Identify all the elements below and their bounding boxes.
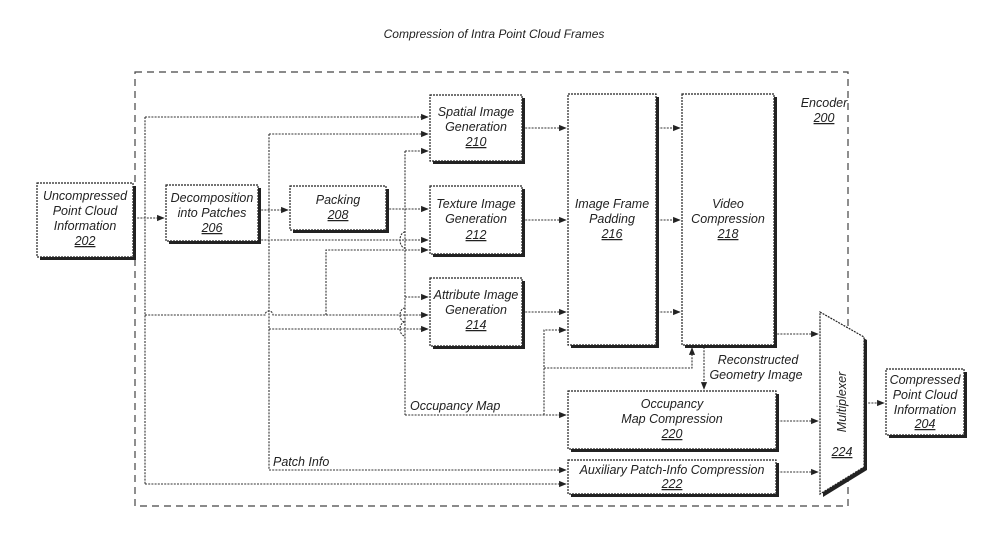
block-texture-image-generation: Texture Image Generation 212 (429, 185, 525, 257)
label-reconstructed: Reconstructed (718, 353, 800, 367)
hop-arc-3 (399, 321, 406, 337)
block-packing: Packing 208 (289, 185, 389, 233)
block-occupancy-map-compression: Occupancy Map Compression 220 (567, 390, 779, 452)
svg-text:Information: Information (894, 403, 957, 417)
diagram-title: Compression of Intra Point Cloud Frames (384, 27, 605, 41)
svg-text:222: 222 (661, 477, 683, 491)
block-image-frame-padding: Image Frame Padding 216 (567, 93, 659, 348)
block-uncompressed-input: Uncompressed Point Cloud Information 202 (36, 182, 136, 260)
svg-text:Compressed: Compressed (890, 373, 962, 387)
svg-text:Point Cloud: Point Cloud (53, 204, 119, 218)
svg-text:Generation: Generation (445, 120, 507, 134)
svg-text:Generation: Generation (445, 212, 507, 226)
svg-text:Video: Video (712, 197, 744, 211)
svg-text:214: 214 (465, 318, 487, 332)
svg-text:204: 204 (914, 417, 936, 431)
svg-text:208: 208 (327, 208, 349, 222)
block-spatial-image-generation: Spatial Image Generation 210 (429, 94, 525, 164)
svg-text:224: 224 (831, 445, 853, 459)
label-occupancy-map: Occupancy Map (410, 399, 500, 413)
label-geometry-image: Geometry Image (709, 368, 802, 382)
edge-input-to-attribute (145, 310, 429, 319)
block-auxiliary-patch-info-compression: Auxiliary Patch-Info Compression 222 (567, 459, 779, 497)
svg-text:Point Cloud: Point Cloud (893, 388, 959, 402)
svg-text:206: 206 (201, 221, 223, 235)
svg-text:Texture Image: Texture Image (436, 197, 515, 211)
svg-text:Decomposition: Decomposition (171, 191, 254, 205)
svg-text:218: 218 (717, 227, 739, 241)
svg-text:into Patches: into Patches (178, 206, 247, 220)
svg-text:Auxiliary Patch-Info Compressi: Auxiliary Patch-Info Compression (579, 463, 765, 477)
svg-text:210: 210 (465, 135, 487, 149)
encoder-ref: 200 (813, 111, 835, 125)
svg-text:202: 202 (74, 234, 96, 248)
hop-arc-2 (399, 307, 406, 323)
svg-text:Multiplexer: Multiplexer (835, 371, 849, 432)
svg-text:Attribute Image: Attribute Image (433, 288, 519, 302)
block-compressed-output: Compressed Point Cloud Information 204 (885, 368, 967, 438)
svg-text:Compression: Compression (691, 212, 765, 226)
svg-text:Padding: Padding (589, 212, 635, 226)
edge-occupancy-to-video (544, 347, 696, 369)
edge-occupancy-to-padding (543, 326, 567, 415)
svg-text:Information: Information (54, 219, 117, 233)
block-attribute-image-generation: Attribute Image Generation 214 (429, 277, 525, 349)
label-patch-info: Patch Info (273, 455, 329, 469)
block-video-compression: Video Compression 218 (681, 93, 777, 348)
svg-text:Map Compression: Map Compression (621, 412, 722, 426)
svg-text:Spatial Image: Spatial Image (438, 105, 514, 119)
hop-arc-1 (399, 231, 406, 249)
connections (134, 113, 885, 488)
svg-text:Image Frame: Image Frame (575, 197, 649, 211)
encoder-label: Encoder (801, 96, 848, 110)
svg-text:Uncompressed: Uncompressed (43, 189, 128, 203)
block-multiplexer: Multiplexer 224 (819, 310, 867, 497)
block-decomposition: Decomposition into Patches 206 (165, 184, 261, 244)
svg-text:220: 220 (661, 427, 683, 441)
svg-text:Generation: Generation (445, 303, 507, 317)
svg-text:216: 216 (601, 227, 623, 241)
svg-text:Occupancy: Occupancy (641, 397, 704, 411)
edge-attribute-feed-to-texture (325, 246, 429, 315)
svg-text:Packing: Packing (316, 193, 361, 207)
encoder-boundary (134, 71, 849, 507)
svg-text:212: 212 (465, 228, 487, 242)
